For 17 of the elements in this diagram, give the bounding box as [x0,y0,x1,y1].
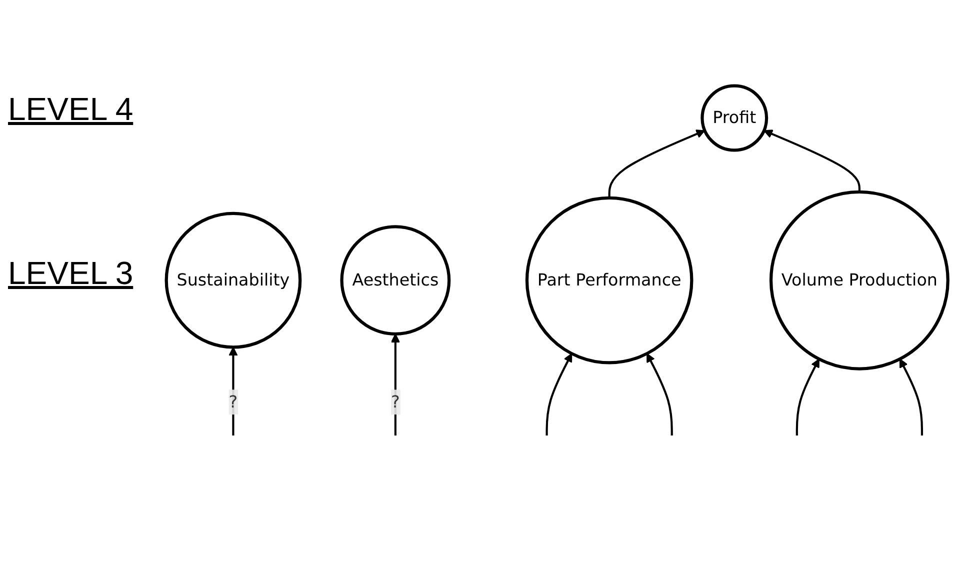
node-circle: Profit [700,84,768,152]
edge-label: ? [228,392,238,412]
arrow [546,353,572,436]
node-circle: Sustainability [164,212,302,349]
arrow [228,346,238,436]
level-heading: LEVEL 3 [8,254,134,292]
node-circle: Volume Production [769,190,950,370]
arrow [796,358,820,436]
arrow [390,334,400,436]
node-circle: Aesthetics [340,225,451,336]
node-circle: Part Performance [525,196,694,364]
edge-label: ? [390,392,400,412]
level-heading: LEVEL 4 [8,91,134,128]
arrow [608,130,706,198]
arrow [899,358,924,436]
arrow [646,353,673,436]
arrow [764,130,860,192]
